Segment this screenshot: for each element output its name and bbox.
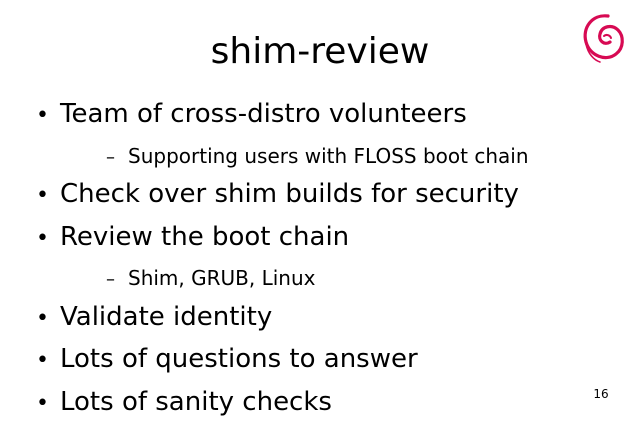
bullet-item: • Review the boot chain [36, 221, 349, 255]
sub-bullet-text: Shim, GRUB, Linux [128, 266, 316, 290]
debian-swirl-icon [583, 14, 624, 63]
bullet-marker: • [36, 348, 49, 373]
bullet-item: • Lots of questions to answer [36, 343, 418, 377]
bullet-text: Review the boot chain [60, 222, 350, 252]
bullet-item: • Team of cross-distro volunteers [36, 98, 467, 132]
bullet-text: Validate identity [60, 302, 273, 332]
sub-bullet-text: Supporting users with FLOSS boot chain [128, 144, 529, 168]
bullet-marker: • [36, 183, 49, 208]
bullet-text: Lots of sanity checks [60, 387, 332, 417]
slide-title: shim-review [210, 31, 430, 72]
bullet-marker: • [36, 391, 49, 416]
bullet-item: • Check over shim builds for security [36, 178, 519, 212]
bullet-text: Check over shim builds for security [60, 179, 519, 209]
sub-bullet-marker: – [106, 147, 115, 168]
sub-bullet-item: –Shim, GRUB, Linux [106, 265, 315, 293]
bullet-marker: • [36, 306, 49, 331]
bullet-text: Lots of questions to answer [60, 344, 418, 374]
bullet-marker: • [36, 103, 49, 128]
sub-bullet-item: –Supporting users with FLOSS boot chain [106, 143, 529, 171]
bullet-marker: • [36, 226, 49, 251]
page-number: 16 [593, 387, 609, 401]
bullet-text: Team of cross-distro volunteers [60, 99, 467, 129]
sub-bullet-marker: – [106, 269, 115, 290]
bullet-item: • Lots of sanity checks [36, 386, 332, 420]
bullet-item: • Validate identity [36, 301, 272, 335]
